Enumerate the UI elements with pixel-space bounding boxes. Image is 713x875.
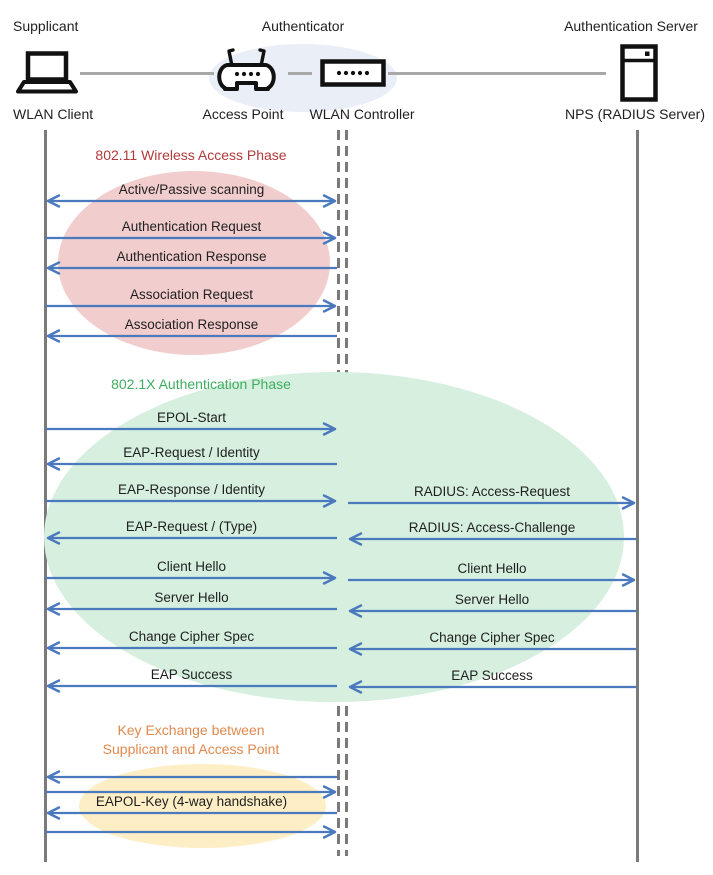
phase-title-wireless-access: 802.11 Wireless Access Phase [95, 147, 287, 163]
device-label-access-point: Access Point [202, 106, 284, 122]
message-label: EAP Success [451, 668, 533, 683]
connector-ap-wlc [288, 72, 312, 75]
message-arrow [46, 329, 337, 343]
message-arrow [46, 825, 337, 839]
message-label: Change Cipher Spec [128, 629, 255, 644]
message-label: EAP-Request / (Type) [125, 519, 258, 534]
message-label: EPOL-Start [156, 410, 227, 425]
device-label-wlan-controller: WLAN Controller [309, 106, 415, 122]
message-label: RADIUS: Access-Challenge [408, 520, 576, 535]
message-arrow [46, 261, 337, 275]
message-arrow [46, 785, 337, 799]
message-label: Authentication Request [121, 219, 262, 234]
message-arrow [348, 604, 636, 618]
message-arrow [46, 231, 337, 245]
laptop-icon [16, 51, 78, 94]
access-point-icon [217, 48, 276, 91]
connector-wlc-server [388, 72, 606, 75]
lifeline-auth-server [636, 130, 639, 862]
message-arrow [46, 571, 337, 585]
message-arrow [46, 531, 337, 545]
message-arrow [46, 194, 337, 208]
message-label: Client Hello [156, 559, 227, 574]
message-arrow [46, 457, 337, 471]
message-label: EAP-Response / Identity [117, 482, 266, 497]
message-arrow [46, 602, 337, 616]
message-label: Authentication Response [116, 249, 267, 264]
message-label: EAPOL-Key (4-way handshake) [95, 794, 288, 809]
message-label: Client Hello [457, 561, 527, 576]
message-arrow [348, 642, 636, 656]
message-label: Association Request [129, 287, 254, 302]
message-arrow [46, 679, 337, 693]
message-label: Server Hello [454, 592, 530, 607]
server-icon [620, 44, 658, 102]
message-label: Server Hello [154, 590, 229, 605]
message-arrow [46, 299, 337, 313]
message-label: Change Cipher Spec [429, 630, 555, 645]
phase-title-dot1x-authentication: 802.1X Authentication Phase [111, 376, 291, 392]
message-arrow [46, 641, 337, 655]
message-label: EAP Success [150, 667, 233, 682]
device-label-wlan-client: WLAN Client [13, 106, 94, 122]
message-arrow [46, 494, 337, 508]
message-arrow [348, 573, 636, 587]
message-arrow [348, 532, 636, 546]
device-label-nps-radius: NPS (RADIUS Server) [564, 106, 706, 122]
actor-role-supplicant: Supplicant [13, 18, 79, 34]
message-arrow [46, 806, 337, 820]
phase-title-key-exchange: Key Exchange between Supplicant and Acce… [102, 722, 280, 757]
message-label: EAP-Request / Identity [123, 445, 260, 460]
message-label: RADIUS: Access-Request [413, 484, 571, 499]
wlan-controller-icon [320, 59, 386, 87]
message-arrow [348, 680, 636, 694]
lifeline-supplicant [44, 130, 47, 862]
connector-client-ap [80, 72, 214, 75]
message-arrow [348, 496, 636, 510]
message-arrow [46, 770, 337, 784]
actor-role-auth-server: Authentication Server [564, 18, 698, 34]
message-label: Association Response [124, 317, 259, 332]
actor-role-authenticator: Authenticator [261, 18, 345, 34]
message-label: Active/Passive scanning [118, 182, 265, 197]
message-arrow [46, 422, 337, 436]
